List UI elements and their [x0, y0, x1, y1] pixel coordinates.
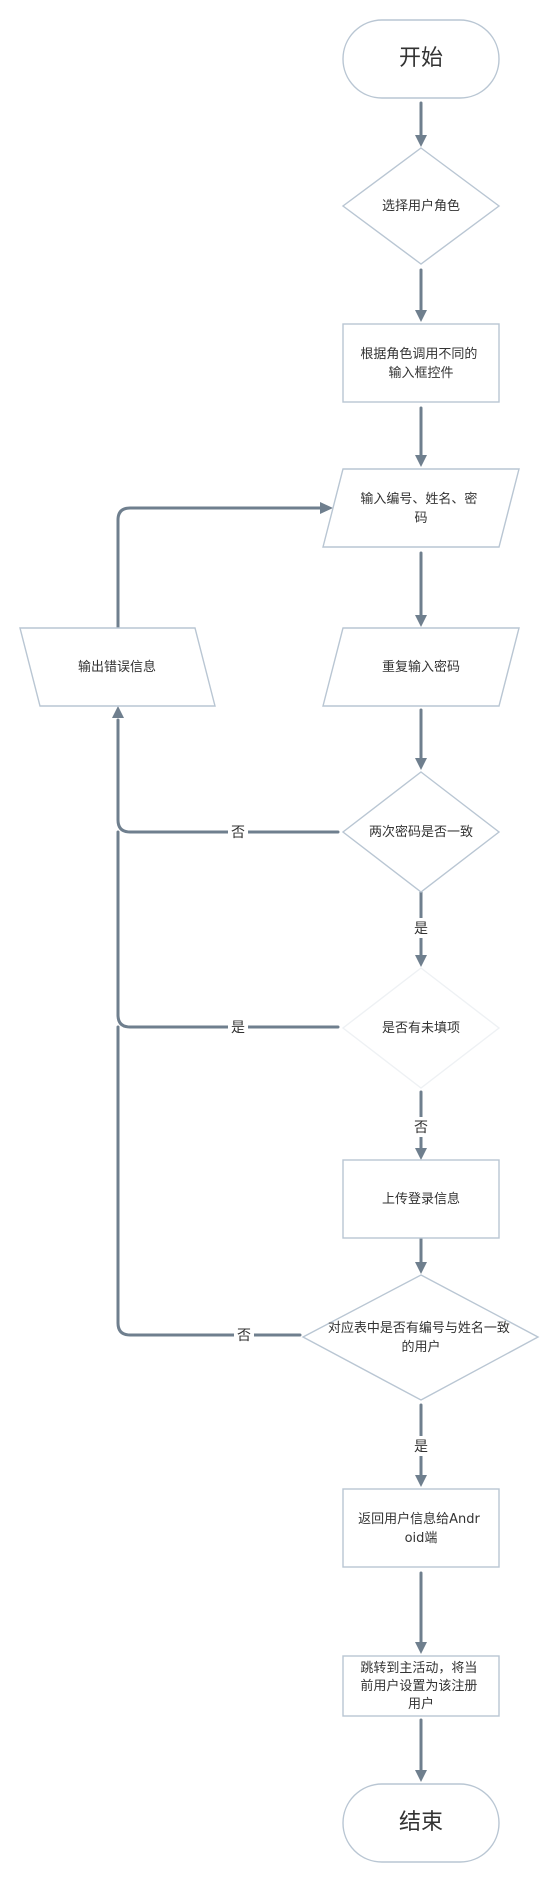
arrowheads: [112, 135, 427, 1782]
edge-label-pwd-no: 否: [231, 825, 245, 841]
arrowhead-output-error: [112, 706, 124, 718]
node-unfilled-text: 是否有未填项: [382, 1021, 460, 1036]
node-return-info: 返回用户信息给Andr oid端: [342, 1488, 500, 1568]
arrowhead-role-input: [415, 310, 427, 322]
node-goto-main: 跳转到主活动，将当 前用户设置为该注册 用户: [342, 1655, 500, 1717]
edge-unfilled-yes-to-output-error: [116, 830, 340, 1029]
node-table-check-text: 对应表中是否有编号与姓名一致 的用户: [328, 1320, 514, 1355]
arrowhead-input-info: [415, 455, 427, 467]
edge-label-unfilled-yes: 是: [231, 1020, 245, 1036]
arrowhead-pwd-match: [415, 758, 427, 770]
edges: [116, 101, 423, 1772]
node-end-text: 结束: [399, 1810, 443, 1835]
nodes: 开始 选择用户角色 根据角色调用不同的 输入框控件 输入编号、姓名、密 码: [19, 19, 540, 1863]
node-input-info: 输入编号、姓名、密 码: [322, 468, 520, 548]
node-end: 结束: [342, 1783, 500, 1863]
node-goto-main-text: 跳转到主活动，将当 前用户设置为该注册 用户: [360, 1661, 481, 1712]
edge-label-unfilled-no: 否: [414, 1120, 428, 1136]
edge-table-check-no-to-output-error: [116, 1025, 302, 1337]
node-role-input-text: 根据角色调用不同的 输入框控件: [360, 346, 481, 381]
edge-pwd-match-no-to-output-error: [116, 718, 340, 834]
arrowhead-repeat-pwd: [415, 615, 427, 627]
arrowhead-end: [415, 1770, 427, 1782]
edge-label-table-no: 否: [237, 1328, 251, 1344]
arrowhead-table-check: [415, 1262, 427, 1274]
node-start-text: 开始: [399, 46, 443, 71]
edge-label-table-yes: 是: [414, 1439, 428, 1455]
arrowhead-return-info: [415, 1475, 427, 1487]
arrowhead-input-info-loop: [320, 502, 333, 514]
node-select-role: 选择用户角色: [341, 147, 501, 265]
edge-output-error-to-input-info: [116, 506, 322, 630]
node-start: 开始: [342, 19, 500, 99]
node-repeat-pwd-text: 重复输入密码: [382, 659, 460, 675]
node-table-check: 对应表中是否有编号与姓名一致 的用户: [301, 1274, 540, 1401]
node-pwd-match-text: 两次密码是否一致: [369, 824, 473, 840]
node-input-info-text: 输入编号、姓名、密 码: [360, 491, 481, 526]
node-unfilled: 是否有未填项: [341, 967, 501, 1089]
arrowhead-select-role: [415, 135, 427, 147]
arrowhead-unfilled: [415, 955, 427, 967]
node-pwd-match: 两次密码是否一致: [341, 771, 501, 893]
node-upload: 上传登录信息: [342, 1159, 500, 1239]
node-role-input: 根据角色调用不同的 输入框控件: [342, 323, 500, 403]
node-output-error-text: 输出错误信息: [78, 659, 156, 675]
node-upload-text: 上传登录信息: [382, 1191, 460, 1207]
edge-labels: 否 是 是 否 否 是: [228, 822, 431, 1456]
node-select-role-text: 选择用户角色: [382, 198, 460, 214]
node-return-info-text: 返回用户信息给Andr oid端: [358, 1511, 484, 1546]
arrowhead-goto-main: [415, 1642, 427, 1654]
node-output-error: 输出错误信息: [19, 627, 216, 707]
node-repeat-pwd: 重复输入密码: [322, 627, 520, 707]
edge-label-pwd-yes: 是: [414, 921, 428, 937]
arrowhead-upload: [415, 1148, 427, 1160]
